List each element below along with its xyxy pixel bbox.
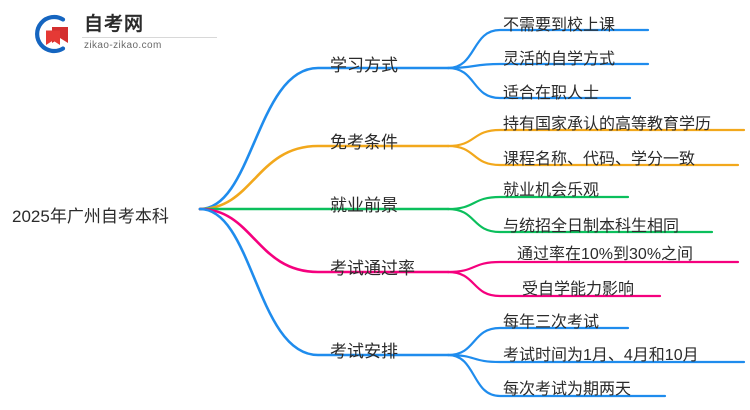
mindmap-link xyxy=(198,144,450,211)
mindmap-branch-label-3: 考试通过率 xyxy=(330,259,415,278)
mindmap-root-label: 2025年广州自考本科 xyxy=(12,207,169,226)
mindmap-leaf-label-1-1: 课程名称、代码、学分一致 xyxy=(503,151,696,168)
mindmap-link xyxy=(446,195,630,211)
mindmap-link xyxy=(446,270,662,298)
mindmap-leaf-label-4-2: 每次考试为期两天 xyxy=(503,381,632,398)
mindmap-leaf-label-4-0: 每年三次考试 xyxy=(503,314,600,331)
mindmap-link xyxy=(446,144,740,167)
mindmap-leaf-label-0-1: 灵活的自学方式 xyxy=(503,51,616,68)
mindmap-link xyxy=(446,260,740,274)
mindmap-branch-label-0: 学习方式 xyxy=(330,56,398,75)
mindmap-leaf-label-1-0: 持有国家承认的高等教育学历 xyxy=(503,116,712,133)
mindmap-link xyxy=(446,326,630,357)
mindmap-leaf-label-2-1: 与统招全日制本科生相同 xyxy=(503,218,680,235)
mindmap-link xyxy=(446,128,746,148)
mindmap-branch-label-1: 免考条件 xyxy=(330,133,398,152)
logo-domain: zikao-zikao.com xyxy=(84,40,162,51)
logo-divider xyxy=(82,37,217,38)
mindmap-leaf-label-4-1: 考试时间为1月、4月和10月 xyxy=(503,347,699,364)
logo-mark-icon xyxy=(30,12,74,56)
mindmap-leaf-label-3-0: 通过率在10%到30%之间 xyxy=(517,246,694,263)
mindmap-link xyxy=(198,66,450,211)
mindmap-link xyxy=(446,66,632,100)
mindmap-leaf-label-3-1: 受自学能力影响 xyxy=(522,281,635,298)
site-logo: 自考网 zikao-zikao.com xyxy=(30,10,220,58)
mindmap-link xyxy=(446,207,714,234)
mindmap-leaf-label-2-0: 就业机会乐观 xyxy=(503,182,600,199)
mindmap-link xyxy=(446,353,667,398)
mindmap-branch-label-4: 考试安排 xyxy=(330,342,398,361)
mindmap-link xyxy=(446,353,746,364)
mindmap-leaf-label-0-2: 适合在职人士 xyxy=(503,85,600,102)
mindmap-leaf-label-0-0: 不需要到校上课 xyxy=(503,17,616,34)
mindmap-link xyxy=(198,207,450,357)
logo-title: 自考网 xyxy=(84,14,145,35)
mindmap-branch-label-2: 就业前景 xyxy=(330,196,398,215)
mindmap-link xyxy=(198,207,450,274)
logo-text: 自考网 zikao-zikao.com xyxy=(82,14,217,52)
mindmap-link xyxy=(446,28,650,70)
